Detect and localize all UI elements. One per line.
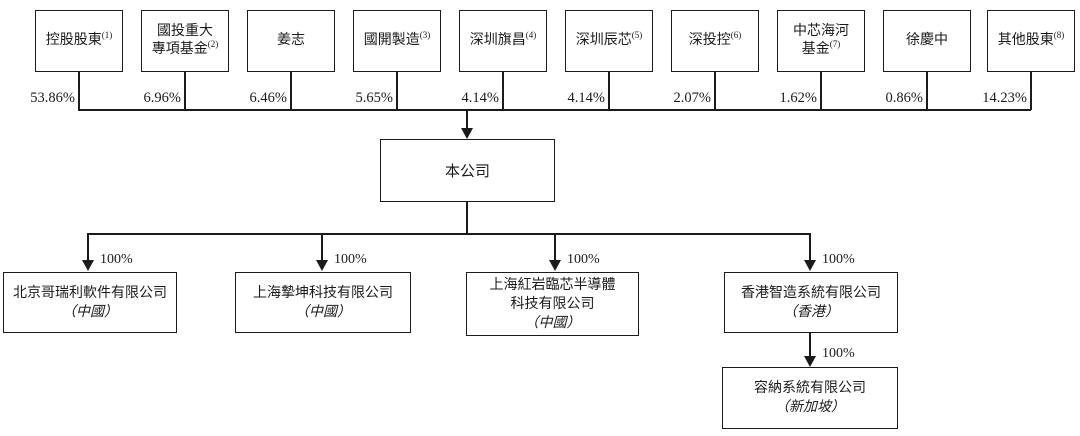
connector-line xyxy=(554,233,556,261)
shareholder-label: 中芯海河 基金 xyxy=(793,24,849,57)
ownership-percentage: 4.14% xyxy=(461,90,499,106)
subsidiary-name: 容納系統有限公司 xyxy=(754,381,866,396)
arrow-down-icon xyxy=(82,260,94,271)
footnote-superscript: (5) xyxy=(631,30,643,40)
ownership-percentage: 2.07% xyxy=(673,90,711,106)
shareholder-box-guokai: 國開製造(3) xyxy=(353,10,441,72)
shareholder-label: 深圳旗昌 xyxy=(469,33,526,48)
arrow-down-icon xyxy=(316,260,328,271)
footnote-superscript: (8) xyxy=(1053,30,1065,40)
connector-line xyxy=(87,233,89,261)
connector-line xyxy=(502,72,504,110)
subsidiary-box-rongna-singapore: 容納系統有限公司 （新加坡） xyxy=(722,367,898,429)
subsidiary-jurisdiction: （中國） xyxy=(62,304,118,320)
shareholder-label: 國開製造 xyxy=(363,33,420,48)
connector-line xyxy=(809,333,811,357)
ownership-percentage: 6.96% xyxy=(143,90,181,106)
connector-line xyxy=(1030,72,1032,110)
ownership-percentage: 6.46% xyxy=(249,90,287,106)
shareholder-label: 姜志 xyxy=(277,33,305,48)
subsidiary-jurisdiction: （新加坡） xyxy=(775,400,845,415)
subsidiary-jurisdiction: （香港） xyxy=(783,304,839,320)
footnote-superscript: (4) xyxy=(525,30,537,40)
connector-line xyxy=(396,72,398,110)
shareholder-label: 深圳辰芯 xyxy=(575,33,632,48)
ownership-percentage: 4.14% xyxy=(567,90,605,106)
subsidiary-box-shanghai-hongyan-linxin: 上海紅岩臨芯半導體 科技有限公司 （中國） xyxy=(466,272,639,336)
connector-line xyxy=(820,72,822,110)
subsidiary-box-beijing-gereili: 北京哥瑞利軟件有限公司 （中國） xyxy=(3,272,177,333)
arrow-down-icon xyxy=(804,260,816,271)
ownership-percentage: 100% xyxy=(334,252,367,267)
subsidiary-name: 北京哥瑞利軟件有限公司 xyxy=(13,285,167,301)
subsidiary-name: 上海摯坤科技有限公司 xyxy=(253,285,393,301)
company-box: 本公司 xyxy=(380,139,555,202)
subsidiary-bus-line xyxy=(87,233,811,235)
ownership-percentage: 100% xyxy=(822,252,855,267)
shareholder-box-jiangzhi: 姜志 xyxy=(247,10,335,72)
shareholder-box-guotou-fund: 國投重大 專項基金(2) xyxy=(141,10,229,72)
footnote-superscript: (6) xyxy=(730,30,742,40)
shareholder-label: 徐慶中 xyxy=(906,33,948,48)
ownership-percentage: 100% xyxy=(100,252,133,267)
shareholder-box-other: 其他股東(8) xyxy=(987,10,1075,72)
footnote-superscript: (3) xyxy=(419,30,431,40)
shareholder-box-shentoukong: 深投控(6) xyxy=(671,10,759,72)
ownership-percentage: 0.86% xyxy=(885,90,923,106)
connector-line xyxy=(78,72,80,110)
ownership-percentage: 1.62% xyxy=(779,90,817,106)
connector-line xyxy=(926,72,928,110)
ownership-percentage: 5.65% xyxy=(355,90,393,106)
shareholder-box-xuqingzhong: 徐慶中 xyxy=(883,10,971,72)
ownership-percentage: 14.23% xyxy=(982,90,1027,106)
subsidiary-box-hongkong-zhizao: 香港智造系統有限公司 （香港） xyxy=(724,272,898,333)
shareholder-label: 控股股東 xyxy=(45,33,102,48)
footnote-superscript: (2) xyxy=(207,39,219,49)
connector-line xyxy=(321,233,323,261)
connector-line xyxy=(184,72,186,110)
connector-line xyxy=(466,202,468,233)
arrow-down-icon xyxy=(804,356,816,367)
shareholder-bus-line xyxy=(78,109,1031,111)
shareholder-label: 其他股東 xyxy=(997,33,1054,48)
shareholder-box-shenzhen-chenxin: 深圳辰芯(5) xyxy=(565,10,653,72)
shareholder-box-smic-haihe-fund: 中芯海河 基金(7) xyxy=(777,10,865,72)
subsidiary-name: 上海紅岩臨芯半導體 科技有限公司 xyxy=(489,277,616,312)
ownership-percentage: 100% xyxy=(567,252,600,267)
subsidiary-name: 香港智造系統有限公司 xyxy=(741,285,881,301)
arrow-down-icon xyxy=(549,260,561,271)
ownership-percentage: 100% xyxy=(822,346,855,361)
footnote-superscript: (7) xyxy=(829,39,841,49)
ownership-percentage: 53.86% xyxy=(30,90,75,106)
arrow-down-icon xyxy=(461,128,473,139)
footnote-superscript: (1) xyxy=(101,30,113,40)
subsidiary-jurisdiction: （中國） xyxy=(524,315,581,331)
subsidiary-box-shanghai-zhikun: 上海摯坤科技有限公司 （中國） xyxy=(235,272,411,333)
shareholder-label: 國投重大 專項基金 xyxy=(151,24,213,57)
connector-line xyxy=(466,109,468,129)
connector-line xyxy=(608,72,610,110)
shareholder-box-controlling: 控股股東(1) xyxy=(35,10,123,72)
shareholder-label: 深投控 xyxy=(688,33,731,48)
connector-line xyxy=(290,72,292,110)
connector-line xyxy=(809,233,811,261)
shareholder-box-shenzhen-qichang: 深圳旗昌(4) xyxy=(459,10,547,72)
connector-line xyxy=(714,72,716,110)
subsidiary-jurisdiction: （中國） xyxy=(295,304,351,320)
company-label: 本公司 xyxy=(444,164,490,180)
